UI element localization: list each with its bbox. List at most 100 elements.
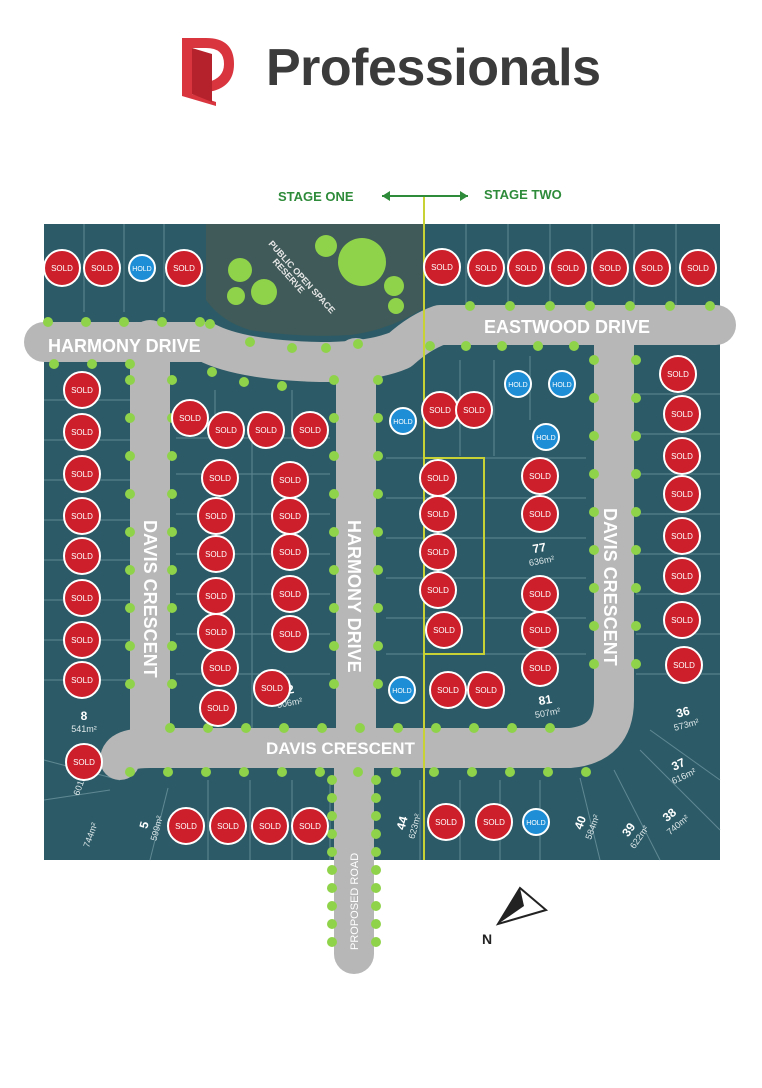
- marker-circle: [271, 575, 309, 613]
- street-tree-icon: [279, 723, 289, 733]
- marker-circle: [291, 411, 329, 449]
- street-tree-icon: [371, 775, 381, 785]
- sold-marker: SOLD: [419, 459, 457, 497]
- sold-marker: SOLD: [197, 535, 235, 573]
- street-tree-icon: [625, 301, 635, 311]
- marker-label: SOLD: [279, 630, 301, 639]
- marker-circle: [253, 669, 291, 707]
- lot-number: 36: [675, 704, 692, 721]
- marker-circle: [521, 457, 559, 495]
- marker-label: HOLD: [132, 266, 151, 273]
- sold-marker: SOLD: [271, 615, 309, 653]
- street-tree-icon: [461, 341, 471, 351]
- street-tree-icon: [507, 723, 517, 733]
- marker-circle: [663, 475, 701, 513]
- brand-name: Professionals: [266, 39, 601, 97]
- stage-two-label: STAGE TWO: [484, 187, 562, 202]
- street-tree-icon: [631, 431, 641, 441]
- street-tree-icon: [373, 489, 383, 499]
- street-tree-icon: [505, 301, 515, 311]
- marker-circle: [197, 497, 235, 535]
- marker-circle: [165, 249, 203, 287]
- header: Professionals: [0, 0, 762, 120]
- street-tree-icon: [43, 317, 53, 327]
- marker-circle: [425, 611, 463, 649]
- sold-marker: SOLD: [659, 355, 697, 393]
- marker-circle: [271, 615, 309, 653]
- street-tree-icon: [373, 413, 383, 423]
- marker-circle: [197, 535, 235, 573]
- marker-label: SOLD: [431, 263, 453, 272]
- lot-labels: 8541m²5599m²62506m²44623m²40584m²39622m²…: [71, 540, 700, 851]
- sold-marker: SOLD: [429, 671, 467, 709]
- street-tree-icon: [327, 847, 337, 857]
- street-tree-icon: [87, 359, 97, 369]
- street-tree-icon: [589, 431, 599, 441]
- marker-label: SOLD: [475, 686, 497, 695]
- marker-circle: [43, 249, 81, 287]
- marker-label: SOLD: [671, 490, 693, 499]
- marker-label: SOLD: [427, 474, 449, 483]
- street-tree-icon: [327, 775, 337, 785]
- marker-circle: [659, 355, 697, 393]
- street-tree-icon: [631, 545, 641, 555]
- street-tree-icon: [371, 883, 381, 893]
- marker-circle: [423, 248, 461, 286]
- street-tree-icon: [353, 767, 363, 777]
- sold-marker: SOLD: [521, 649, 559, 687]
- sold-marker: SOLD: [467, 249, 505, 287]
- marker-circle: [65, 743, 103, 781]
- street-tree-icon: [329, 413, 339, 423]
- street-tree-icon: [125, 359, 135, 369]
- street-proposed-road: PROPOSED ROAD: [349, 853, 361, 950]
- street-tree-icon: [589, 507, 599, 517]
- marker-label: SOLD: [279, 476, 301, 485]
- street-tree-icon: [201, 767, 211, 777]
- marker-circle: [388, 676, 416, 704]
- sold-marker: SOLD: [197, 613, 235, 651]
- marker-circle: [207, 411, 245, 449]
- marker-circle: [171, 399, 209, 437]
- street-tree-icon: [329, 375, 339, 385]
- lot-number: 37: [669, 755, 687, 773]
- sold-marker: SOLD: [65, 743, 103, 781]
- marker-label: SOLD: [427, 586, 449, 595]
- street-tree-icon: [245, 337, 255, 347]
- street-tree-icon: [371, 919, 381, 929]
- street-tree-icon: [533, 341, 543, 351]
- sold-marker: SOLD: [425, 611, 463, 649]
- marker-circle: [83, 249, 121, 287]
- street-tree-icon: [329, 489, 339, 499]
- marker-label: HOLD: [508, 382, 527, 389]
- marker-label: SOLD: [205, 628, 227, 637]
- street-tree-icon: [81, 317, 91, 327]
- street-tree-icon: [239, 377, 249, 387]
- sold-marker: SOLD: [633, 249, 671, 287]
- street-tree-icon: [167, 527, 177, 537]
- marker-circle: [63, 497, 101, 535]
- sold-marker: SOLD: [591, 249, 629, 287]
- street-tree-icon: [125, 413, 135, 423]
- street-tree-icon: [241, 723, 251, 733]
- sold-marker: SOLD: [507, 249, 545, 287]
- street-tree-icon: [327, 937, 337, 947]
- street-tree-icon: [329, 679, 339, 689]
- marker-label: SOLD: [261, 684, 283, 693]
- street-tree-icon: [705, 301, 715, 311]
- marker-label: SOLD: [673, 661, 695, 670]
- marker-circle: [63, 661, 101, 699]
- street-tree-icon: [239, 767, 249, 777]
- compass-label: N: [482, 931, 492, 947]
- sold-marker: SOLD: [271, 533, 309, 571]
- street-tree-icon: [327, 901, 337, 911]
- lot-area: 507m²: [534, 706, 561, 720]
- marker-label: SOLD: [91, 264, 113, 273]
- sold-marker: SOLD: [521, 495, 559, 533]
- marker-label: HOLD: [393, 419, 412, 426]
- marker-circle: [548, 370, 576, 398]
- street-tree-icon: [497, 341, 507, 351]
- lot-number: 8: [81, 709, 88, 723]
- marker-circle: [389, 407, 417, 435]
